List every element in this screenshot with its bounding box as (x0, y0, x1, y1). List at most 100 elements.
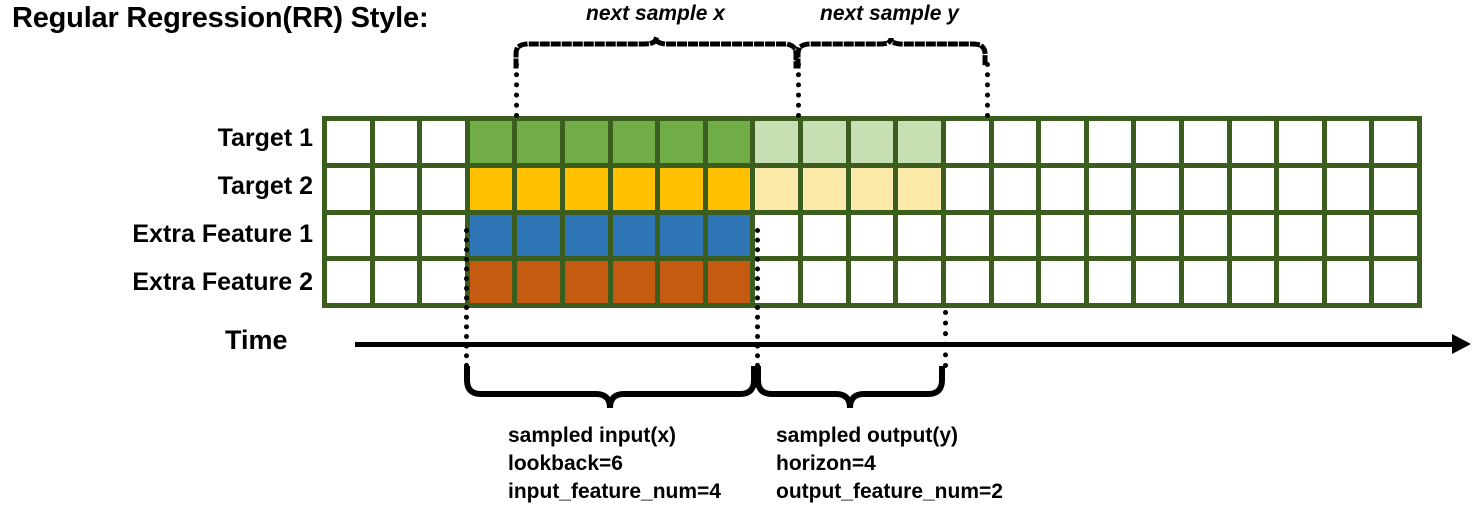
grid-cell-target-1-col-2-empty (374, 121, 418, 163)
grid-cell-extra-feature-1-col-5-input (517, 214, 561, 257)
grid-cell-target-2-col-21-empty (1279, 167, 1322, 210)
grid-cell-extra-feature-2-col-7-input (612, 261, 656, 303)
grid-cell-extra-feature-2-col-6-input (565, 261, 608, 303)
grid-cell-target-2-col-18-empty (1136, 167, 1179, 210)
dropline-input-start-bottom (464, 228, 469, 368)
grid-cell-extra-feature-1-col-19-empty (1183, 214, 1227, 257)
grid-cell-target-2-col-7-input (612, 167, 656, 210)
grid-cell-target-2-col-1-empty (327, 167, 370, 210)
grid-cell-target-2-col-14-empty (945, 167, 989, 210)
grid-cell-extra-feature-1-col-14-empty (945, 214, 989, 257)
grid-cell-extra-feature-1-col-23-empty (1374, 214, 1417, 257)
grid-cell-target-2-col-19-empty (1183, 167, 1227, 210)
grid-cell-target-2-col-4-input (469, 167, 513, 210)
grid-cell-target-1-col-6-input (565, 121, 608, 163)
row-label-target-1: Target 1 (217, 124, 313, 152)
grid-cell-target-1-col-5-input (517, 121, 561, 163)
grid-cell-target-2-col-23-empty (1374, 167, 1417, 210)
dropline-output-end-top (985, 62, 990, 118)
grid-cell-extra-feature-2-col-8-input (660, 261, 703, 303)
caption-sampled-output-line-3: output_feature_num=2 (776, 479, 1003, 503)
grid-cell-extra-feature-2-col-19-empty (1183, 261, 1227, 303)
grid-cell-extra-feature-1-col-4-input (469, 214, 513, 257)
grid-cell-target-1-col-18-empty (1136, 121, 1179, 163)
dropline-output-end-bottom (943, 310, 948, 368)
grid-cell-extra-feature-2-col-11-empty (803, 261, 846, 303)
grid-cell-target-1-col-3-empty (422, 121, 465, 163)
grid-cell-target-1-col-13-output (898, 121, 941, 163)
grid-cell-extra-feature-1-col-17-empty (1088, 214, 1132, 257)
grid-cell-target-2-col-15-empty (993, 167, 1037, 210)
grid-cell-extra-feature-1-col-11-empty (803, 214, 846, 257)
grid-cell-extra-feature-2-col-2-empty (374, 261, 418, 303)
caption-sampled-output-line-2: horizon=4 (776, 451, 876, 475)
grid-cell-target-2-col-16-empty (1041, 167, 1084, 210)
grid-cell-extra-feature-2-col-21-empty (1279, 261, 1322, 303)
grid-cell-extra-feature-2-col-18-empty (1136, 261, 1179, 303)
time-axis-line (355, 342, 1461, 347)
grid-cell-target-1-col-21-empty (1279, 121, 1322, 163)
caption-sampled-input-line-1: sampled input(x) (508, 424, 677, 447)
grid-cell-target-2-col-17-empty (1088, 167, 1132, 210)
grid-cell-target-1-col-10-output (755, 121, 799, 163)
grid-cell-target-1-col-1-empty (327, 121, 370, 163)
grid-cell-target-1-col-17-empty (1088, 121, 1132, 163)
grid-cell-extra-feature-2-col-16-empty (1041, 261, 1084, 303)
grid-cell-extra-feature-1-col-2-empty (374, 214, 418, 257)
grid-cell-target-1-col-7-input (612, 121, 656, 163)
grid-cell-extra-feature-2-col-17-empty (1088, 261, 1132, 303)
grid-cell-target-1-col-9-input (707, 121, 751, 163)
grid-cell-extra-feature-2-col-14-empty (945, 261, 989, 303)
grid-cell-extra-feature-1-col-18-empty (1136, 214, 1179, 257)
grid-cell-extra-feature-2-col-5-input (517, 261, 561, 303)
grid-cell-extra-feature-2-col-12-empty (850, 261, 894, 303)
row-label-target-2: Target 2 (217, 172, 313, 200)
grid-cell-extra-feature-1-col-3-empty (422, 214, 465, 257)
brace-sampled-input (464, 366, 757, 410)
grid-cell-target-2-col-22-empty (1326, 167, 1370, 210)
caption-sampled-input-line-2: lookback=6 (508, 451, 623, 475)
grid-cell-extra-feature-2-col-20-empty (1231, 261, 1275, 303)
grid-cell-extra-feature-2-col-22-empty (1326, 261, 1370, 303)
dropline-input-end-top (796, 62, 801, 118)
grid-cell-extra-feature-1-col-16-empty (1041, 214, 1084, 257)
brace-caption-next-sample-x: next sample x (586, 2, 725, 25)
dropline-input-start-top (514, 62, 519, 118)
grid-cell-extra-feature-1-col-9-input (707, 214, 751, 257)
row-label-extra-feature-1: Extra Feature 1 (132, 220, 313, 248)
grid-cell-extra-feature-1-col-8-input (660, 214, 703, 257)
grid-cell-extra-feature-2-col-4-input (469, 261, 513, 303)
grid-cell-extra-feature-1-col-20-empty (1231, 214, 1275, 257)
caption-sampled-output-line-1: sampled output(y) (776, 424, 958, 447)
grid-cell-extra-feature-1-col-15-empty (993, 214, 1037, 257)
grid-cell-target-2-col-2-empty (374, 167, 418, 210)
grid-cell-target-1-col-16-empty (1041, 121, 1084, 163)
grid-cell-extra-feature-1-col-21-empty (1279, 214, 1322, 257)
grid-cell-extra-feature-1-col-1-empty (327, 214, 370, 257)
grid-cell-extra-feature-2-col-23-empty (1374, 261, 1417, 303)
grid-cell-extra-feature-2-col-10-empty (755, 261, 799, 303)
timeline-grid (322, 116, 1422, 308)
grid-cell-target-2-col-5-input (517, 167, 561, 210)
dropline-input-end-bottom (755, 228, 760, 368)
grid-cell-target-2-col-8-input (660, 167, 703, 210)
grid-cell-extra-feature-1-col-22-empty (1326, 214, 1370, 257)
grid-cell-target-2-col-20-empty (1231, 167, 1275, 210)
grid-cell-extra-feature-1-col-12-empty (850, 214, 894, 257)
grid-cell-target-1-col-15-empty (993, 121, 1037, 163)
grid-cell-target-1-col-23-empty (1374, 121, 1417, 163)
brace-caption-next-sample-y: next sample y (820, 2, 959, 25)
grid-cell-target-1-col-19-empty (1183, 121, 1227, 163)
grid-cell-extra-feature-2-col-1-empty (327, 261, 370, 303)
grid-cell-extra-feature-2-col-15-empty (993, 261, 1037, 303)
grid-cell-target-1-col-4-input (469, 121, 513, 163)
grid-cell-target-1-col-20-empty (1231, 121, 1275, 163)
grid-cell-extra-feature-2-col-9-input (707, 261, 751, 303)
brace-next-sample-y (795, 37, 988, 69)
time-axis-label: Time (225, 325, 288, 355)
grid-cell-target-2-col-12-output (850, 167, 894, 210)
caption-sampled-input-line-3: input_feature_num=4 (508, 479, 721, 503)
grid-cell-target-1-col-22-empty (1326, 121, 1370, 163)
grid-cell-extra-feature-1-col-13-empty (898, 214, 941, 257)
